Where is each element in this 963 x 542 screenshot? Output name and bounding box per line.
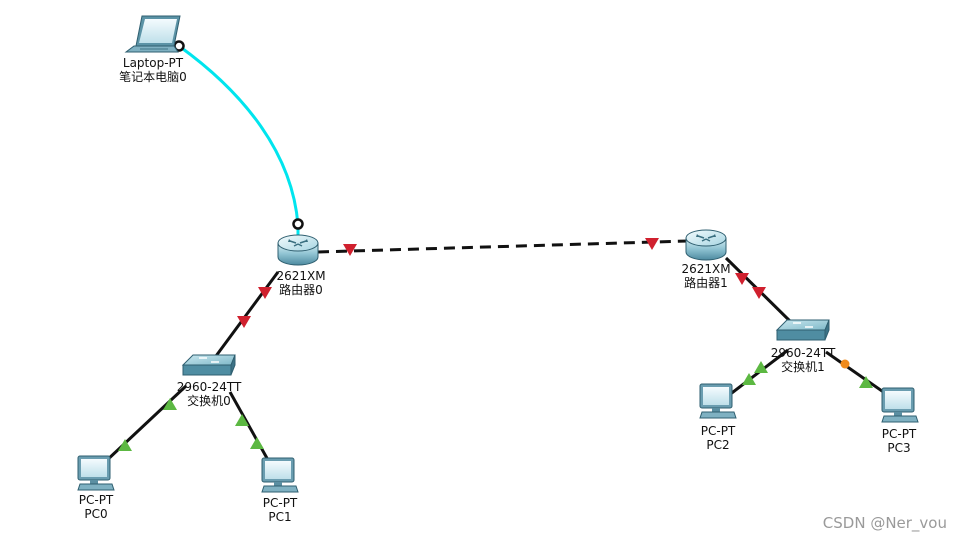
switch1-name: 交换机1 — [781, 360, 825, 374]
switch1-label: 2960-24TT 交换机1 — [771, 346, 836, 374]
watermark-text: CSDN @Ner_vou — [822, 514, 947, 532]
status-up-switch1-pc2 — [754, 361, 768, 373]
switch0-label: 2960-24TT 交换机0 — [177, 380, 242, 408]
status-up-pc2 — [742, 373, 756, 385]
pc1-label: PC-PT PC1 — [263, 496, 298, 524]
laptop-label: Laptop-PT 笔记本电脑0 — [119, 56, 187, 84]
pc3-model: PC-PT — [881, 427, 917, 441]
router0-label: 2621XM 路由器0 — [276, 269, 325, 297]
switch1-model: 2960-24TT — [770, 346, 836, 360]
link-router0-router1[interactable] — [317, 239, 689, 254]
switch0-icon[interactable] — [181, 354, 236, 376]
link-laptop-router0[interactable] — [178, 44, 300, 226]
status-up-pc3 — [859, 376, 873, 388]
laptop-icon[interactable] — [124, 15, 181, 53]
pc1-model: PC-PT — [262, 496, 298, 510]
pc1-name: PC1 — [268, 510, 292, 524]
pc0-name: PC0 — [84, 507, 108, 521]
status-down-router0-fa — [258, 287, 272, 299]
pc3-label: PC-PT PC3 — [882, 427, 917, 455]
pc2-label: PC-PT PC2 — [701, 424, 736, 452]
pc2-name: PC2 — [706, 438, 730, 452]
laptop-name: 笔记本电脑0 — [119, 70, 187, 84]
pc1-icon[interactable] — [261, 457, 299, 493]
pc3-name: PC3 — [887, 441, 911, 455]
status-blocking-switch1-pc3 — [840, 359, 850, 369]
link-switch0-pc0[interactable] — [103, 384, 188, 464]
switch0-model: 2960-24TT — [176, 380, 242, 394]
console-port-router0 — [292, 218, 304, 230]
router1-model: 2621XM — [681, 262, 731, 276]
link-router0-switch0[interactable] — [214, 271, 280, 357]
status-up-switch0-pc1 — [235, 414, 249, 426]
link-status-layer — [118, 40, 873, 451]
router1-name: 路由器1 — [684, 276, 728, 290]
router1-icon[interactable] — [685, 229, 727, 261]
router1-label: 2621XM 路由器1 — [681, 262, 730, 290]
pc0-label: PC-PT PC0 — [79, 493, 114, 521]
router0-name: 路由器0 — [279, 283, 323, 297]
status-down-router1-fa — [735, 273, 749, 285]
status-down-router1-serial — [645, 238, 659, 250]
pc2-model: PC-PT — [700, 424, 736, 438]
switch1-icon[interactable] — [775, 319, 830, 341]
pc0-icon[interactable] — [77, 455, 115, 491]
link-switch1-pc3[interactable] — [825, 350, 893, 400]
router0-model: 2621XM — [276, 269, 326, 283]
status-up-pc1 — [250, 437, 264, 449]
pc0-model: PC-PT — [78, 493, 114, 507]
pc3-icon[interactable] — [881, 387, 919, 423]
status-up-switch0-pc0 — [163, 398, 177, 410]
laptop-model: Laptop-PT — [122, 56, 184, 70]
switch0-name: 交换机0 — [187, 394, 231, 408]
status-down-switch0-uplink — [237, 316, 251, 328]
status-down-switch1-uplink — [752, 287, 766, 299]
router0-icon[interactable] — [277, 234, 319, 266]
pc2-icon[interactable] — [699, 383, 737, 419]
status-down-router0-serial — [343, 244, 357, 256]
status-up-pc0 — [118, 439, 132, 451]
